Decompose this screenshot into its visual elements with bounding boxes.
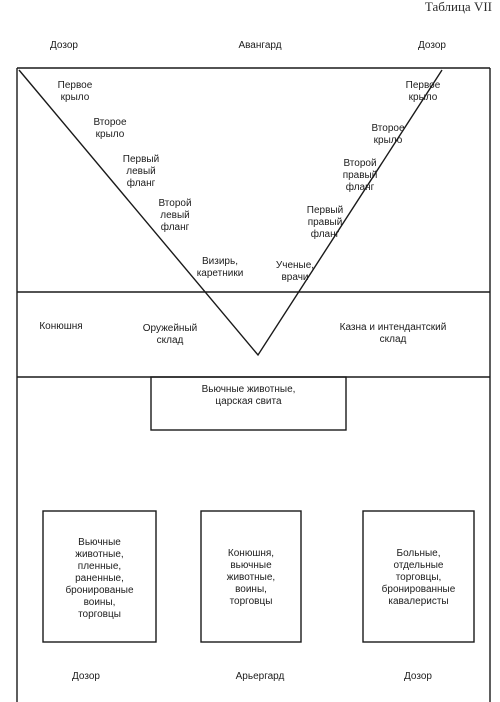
table-caption: Таблица VII [424,0,492,14]
vanguard-label: Авангард [238,40,282,51]
second-right-flank-label: Второй правый фланг [342,158,378,193]
right-first-wing-label: Первое крыло [405,80,441,103]
stable-label: Конюшня [39,321,83,332]
first-left-flank-label: Первый левый фланг [122,154,160,189]
right-bottom-box [362,510,475,643]
bottom-left-patrol-label: Дозор [72,671,100,682]
rearguard-label: Арьергард [235,671,285,682]
armory-label: Оружейный склад [142,323,198,346]
left-second-wing-label: Второе крыло [93,117,127,140]
left-bottom-box [42,510,157,643]
top-left-patrol-label: Дозор [50,40,78,51]
top-right-patrol-label: Дозор [418,40,446,51]
middle-bottom-box [200,510,302,643]
second-left-flank-label: Второй левый фланг [158,198,192,233]
scholars-label: Ученые, врачи [275,260,315,283]
center-box [150,376,347,431]
center-box-label: Вьючные животные, царская свита [201,384,296,407]
left-first-wing-label: Первое крыло [57,80,93,103]
treasury-label: Казна и интендантский склад [339,322,447,345]
right-bottom-box-label: Больные, отдельные торговцы, бронированн… [381,548,456,607]
right-second-wing-label: Второе крыло [371,123,405,146]
vizier-label: Визирь, каретники [196,256,244,279]
left-bottom-box-label: Вьючные животные, пленные, раненные, бро… [65,537,134,620]
middle-bottom-box-label: Конюшня, вьючные животные, воины, торгов… [226,548,276,607]
v-wedge-outline [18,69,443,357]
bottom-right-patrol-label: Дозор [404,671,432,682]
first-right-flank-label: Первый правый фланг [306,205,344,240]
